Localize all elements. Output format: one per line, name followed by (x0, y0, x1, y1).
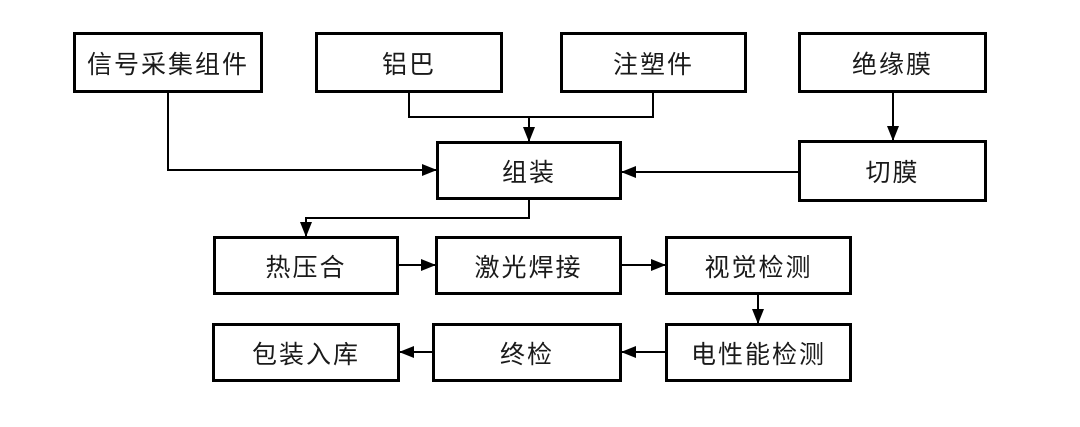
flowchart-node-film-cutting: 切膜 (798, 140, 987, 202)
flowchart-node-packaging-warehousing: 包装入库 (212, 323, 400, 382)
flowchart-node-label: 激光焊接 (474, 254, 583, 282)
flowchart-node-laser-welding: 激光焊接 (435, 236, 622, 295)
flowchart-node-electrical-performance-test: 电性能检测 (665, 323, 852, 382)
flowchart-node-label: 铝巴 (381, 51, 436, 79)
flowchart-node-label: 热压合 (265, 254, 347, 282)
flowchart-node-label: 绝缘膜 (851, 51, 933, 79)
flowchart-node-insulation-film: 绝缘膜 (798, 32, 987, 93)
flowchart-node-hot-pressing: 热压合 (213, 236, 399, 295)
edge-injection-molded-part-to-merge-junction (529, 93, 654, 118)
flowchart-node-label: 电性能检测 (690, 341, 826, 369)
flowchart-node-final-inspection: 终检 (432, 323, 622, 382)
flowchart-node-label: 切膜 (865, 160, 920, 187)
flowchart-node-label: 组装 (501, 159, 556, 187)
flowchart-node-label: 终检 (499, 341, 554, 369)
edge-signal-acquisition-assembly-to-assembly (167, 93, 437, 176)
edge-aluminum-busbar-to-merge-junction (408, 93, 529, 118)
edges-group (167, 93, 899, 358)
flowchart-node-injection-molded-part: 注塑件 (560, 32, 747, 93)
flowchart-node-assembly: 组装 (436, 141, 622, 200)
flowchart-node-label: 注塑件 (612, 51, 694, 79)
flowchart-node-aluminum-busbar: 铝巴 (315, 32, 503, 93)
flowchart-node-visual-inspection: 视觉检测 (665, 236, 852, 295)
flowchart-node-label: 视觉检测 (704, 254, 813, 282)
flowchart-node-signal-acquisition-assembly: 信号采集组件 (73, 32, 263, 93)
flowchart-node-label: 信号采集组件 (86, 51, 249, 79)
edge-assembly-to-hot-pressing (300, 200, 530, 237)
flowchart-node-label: 包装入库 (251, 341, 360, 369)
